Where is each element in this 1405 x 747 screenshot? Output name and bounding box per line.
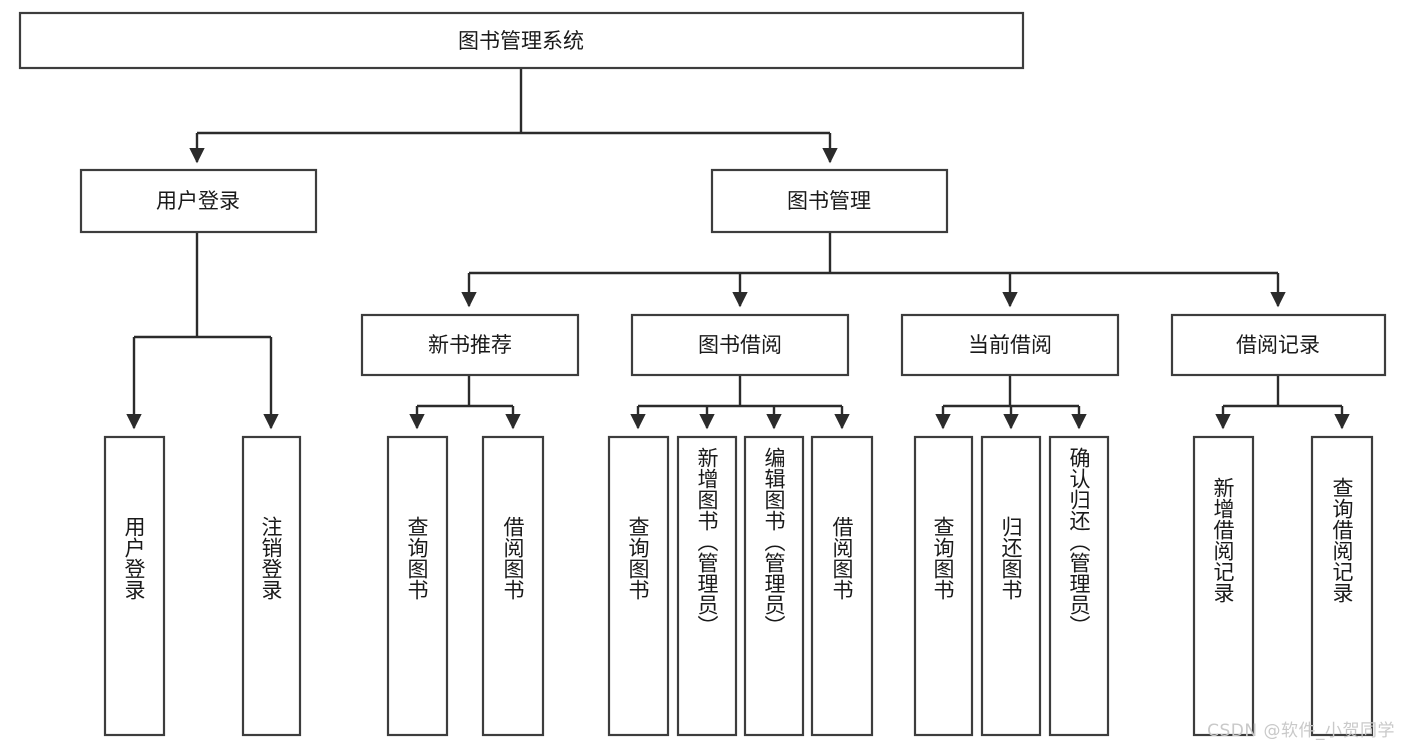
leaf-query-book-borrow[interactable]: 查询图书 — [607, 435, 670, 737]
node-new-book-recommend-box[interactable] — [360, 313, 580, 377]
node-user-login[interactable]: 用户登录 — [79, 168, 318, 234]
leaf-add-borrow-record-label: 新增借阅记录 — [1211, 477, 1235, 603]
connectors-borrow-record-to-leaves — [1215, 375, 1350, 430]
leaf-borrow-book-newbook-label: 借阅图书 — [501, 516, 525, 600]
leaf-add-borrow-record-box[interactable] — [1192, 435, 1255, 737]
leaf-borrow-book[interactable]: 借阅图书 — [810, 435, 874, 737]
node-borrow-record-label: 借阅记录 — [1236, 333, 1320, 357]
leaf-confirm-return-admin-label: 确认归还（管理员） — [1067, 447, 1091, 636]
leaf-edit-book-admin-label: 编辑图书（管理员） — [762, 447, 786, 636]
node-current-borrow-box[interactable] — [900, 313, 1120, 377]
node-root-box[interactable] — [18, 11, 1025, 70]
node-book-borrow[interactable]: 图书借阅 — [630, 313, 850, 377]
node-new-book-recommend[interactable]: 新书推荐 — [360, 313, 580, 377]
leaf-borrow-book-label: 借阅图书 — [830, 516, 854, 600]
node-root-label: 图书管理系统 — [458, 29, 584, 53]
connectors-new-book-to-leaves — [409, 375, 521, 430]
leaf-user-login-label: 用户登录 — [122, 516, 146, 600]
leaf-query-book-newbook-box[interactable] — [386, 435, 449, 737]
leaf-add-book-admin[interactable]: 新增图书（管理员） — [676, 435, 738, 737]
node-user-login-box[interactable] — [79, 168, 318, 234]
leaf-add-book-admin-box[interactable] — [676, 435, 738, 737]
leaf-return-book-label: 归还图书 — [999, 516, 1023, 600]
node-borrow-record-box[interactable] — [1170, 313, 1387, 377]
node-user-login-label: 用户登录 — [156, 189, 240, 213]
leaf-confirm-return-admin[interactable]: 确认归还（管理员） — [1048, 435, 1110, 737]
leaf-borrow-book-box[interactable] — [810, 435, 874, 737]
node-book-borrow-label: 图书借阅 — [698, 333, 782, 357]
connectors-level2-book-to-level3 — [461, 232, 1286, 308]
leaf-confirm-return-admin-box[interactable] — [1048, 435, 1110, 737]
leaf-query-book-borrow-box[interactable] — [607, 435, 670, 737]
node-book-borrow-box[interactable] — [630, 313, 850, 377]
leaf-query-borrow-record[interactable]: 查询借阅记录 — [1310, 435, 1374, 737]
node-book-management[interactable]: 图书管理 — [710, 168, 949, 234]
leaf-query-book-borrow-label: 查询图书 — [626, 516, 650, 600]
leaf-query-book-newbook[interactable]: 查询图书 — [386, 435, 449, 737]
leaf-edit-book-admin[interactable]: 编辑图书（管理员） — [743, 435, 805, 737]
leaf-borrow-book-newbook-box[interactable] — [481, 435, 545, 737]
connectors-user-login-to-leaves — [126, 232, 279, 430]
leaf-query-book-current-box[interactable] — [913, 435, 974, 737]
leaf-add-borrow-record[interactable]: 新增借阅记录 — [1192, 435, 1255, 737]
leaf-query-borrow-record-box[interactable] — [1310, 435, 1374, 737]
leaf-query-book-current-label: 查询图书 — [931, 516, 955, 600]
leaf-logout-box[interactable] — [241, 435, 302, 737]
node-current-borrow-label: 当前借阅 — [968, 333, 1052, 357]
leaf-logout[interactable]: 注销登录 — [241, 435, 302, 737]
connectors-root-to-level2 — [189, 68, 838, 164]
leaf-user-login[interactable]: 用户登录 — [103, 435, 166, 737]
leaf-borrow-book-newbook[interactable]: 借阅图书 — [481, 435, 545, 737]
node-book-management-box[interactable] — [710, 168, 949, 234]
leaf-return-book-box[interactable] — [980, 435, 1042, 737]
leaf-query-book-newbook-label: 查询图书 — [405, 516, 429, 600]
leaf-user-login-box[interactable] — [103, 435, 166, 737]
connectors-book-borrow-to-leaves — [630, 375, 850, 430]
node-current-borrow[interactable]: 当前借阅 — [900, 313, 1120, 377]
leaf-edit-book-admin-box[interactable] — [743, 435, 805, 737]
leaf-query-borrow-record-label: 查询借阅记录 — [1330, 477, 1354, 603]
connectors-current-borrow-to-leaves — [935, 375, 1087, 430]
leaf-add-book-admin-label: 新增图书（管理员） — [695, 447, 719, 636]
leaf-return-book[interactable]: 归还图书 — [980, 435, 1042, 737]
leaf-logout-label: 注销登录 — [259, 516, 283, 600]
node-borrow-record[interactable]: 借阅记录 — [1170, 313, 1387, 377]
node-new-book-recommend-label: 新书推荐 — [428, 333, 512, 357]
node-root[interactable]: 图书管理系统 — [18, 11, 1025, 70]
node-book-management-label: 图书管理 — [787, 189, 871, 213]
leaf-query-book-current[interactable]: 查询图书 — [913, 435, 974, 737]
